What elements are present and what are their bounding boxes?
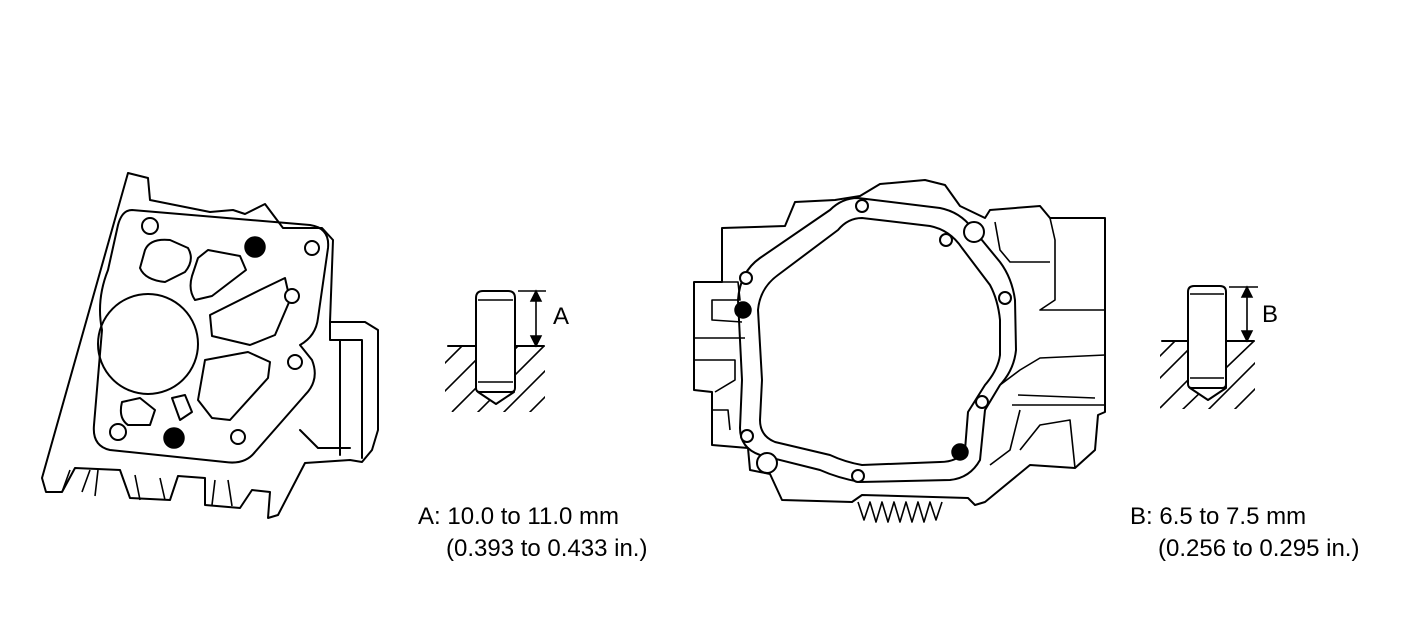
right-hollow-dowel (756, 452, 778, 474)
spec-b-metric: B: 6.5 to 7.5 mm (1130, 503, 1307, 530)
left-bolt-hole (109, 423, 127, 441)
right-bolt-hole (740, 429, 754, 443)
spec-a-metric: A: 10.0 to 11.0 mm (418, 503, 619, 530)
right-hollow-dowel (963, 221, 985, 243)
right-housing-teeth (857, 501, 943, 523)
spec-b-imperial: (0.256 to 0.295 in.) (1158, 535, 1360, 562)
right-bolt-hole (975, 395, 989, 409)
left-pocket-2 (189, 249, 247, 301)
left-pocket-1 (139, 238, 192, 283)
right-gasket-outer (737, 197, 1017, 483)
spec-a-imperial: (0.393 to 0.433 in.) (446, 535, 648, 562)
right-bolt-hole (998, 291, 1012, 305)
left-pocket-6 (171, 394, 193, 421)
right-housing-ribs (694, 217, 1106, 469)
right-housing-outline (693, 179, 1106, 506)
dimension-arrow-icon (1229, 285, 1258, 343)
right-bolt-hole (855, 199, 869, 213)
left-bolt-hole (284, 288, 300, 304)
left-bolt-hole (304, 240, 320, 256)
left-pocket-4 (197, 351, 271, 421)
left-housing-outline (41, 172, 379, 519)
left-pocket-3 (209, 277, 291, 346)
dimension-arrow-icon (518, 289, 546, 348)
right-bolt-hole (739, 271, 753, 285)
dowel-pin-icon (475, 290, 516, 393)
left-bolt-hole (141, 217, 159, 235)
left-bolt-hole (287, 354, 303, 370)
dowel-pin-icon (1187, 285, 1227, 389)
right-bolt-hole (939, 233, 953, 247)
right-bolt-hole (851, 469, 865, 483)
pin-detail-a: A (445, 289, 569, 412)
dimension-letter-a: A (553, 303, 569, 330)
right-gasket-inner (757, 217, 1001, 466)
dimension-letter-b: B (1262, 301, 1278, 328)
right-dowel-pin-right (951, 443, 969, 461)
left-pocket-5 (119, 397, 156, 426)
right-dowel-pin-left (734, 301, 752, 319)
left-gasket-flange (92, 209, 330, 464)
left-main-bore (97, 293, 199, 395)
right-housing (693, 179, 1106, 523)
left-housing-teeth (61, 469, 233, 507)
left-dowel-pin-upper (244, 236, 266, 258)
left-bolt-hole (230, 429, 246, 445)
pin-detail-b: B (1160, 285, 1278, 409)
left-housing (41, 172, 379, 519)
left-housing-boss (299, 321, 363, 459)
left-dowel-pin-lower (163, 427, 185, 449)
